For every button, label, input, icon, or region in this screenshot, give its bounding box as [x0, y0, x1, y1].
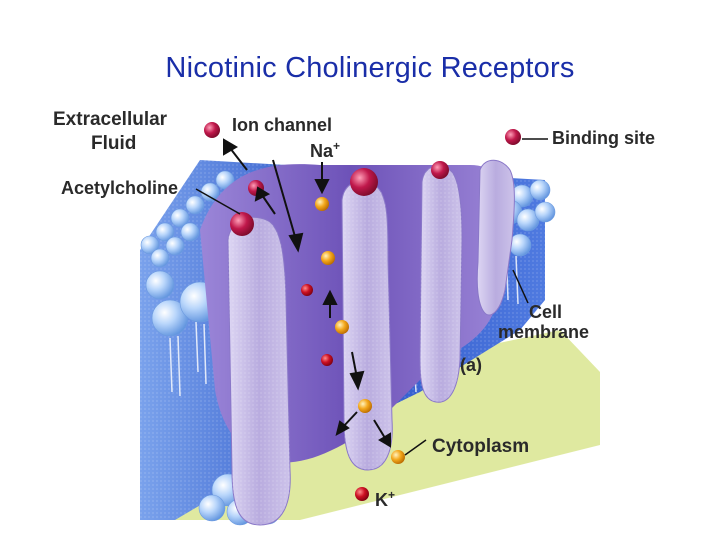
label-panel: (a): [460, 355, 482, 375]
subunit-4: [476, 159, 515, 316]
label-fluid: Fluid: [91, 134, 136, 154]
label-sodium-symbol: Na: [310, 141, 334, 161]
flow-arrows: [223, 138, 391, 448]
potassium-ion: [355, 487, 369, 501]
subunit-texture: [228, 166, 462, 525]
label-potassium-symbol: K: [375, 490, 388, 510]
binding-site-molecule: [505, 129, 521, 145]
label-ion-channel: Ion channel: [232, 115, 333, 135]
potassium-ions: [301, 284, 369, 501]
label-membrane: membrane: [498, 322, 590, 342]
label-cytoplasm: Cytoplasm: [432, 436, 530, 457]
label-potassium: K+: [375, 485, 395, 510]
label-extracellular-line2: Fluid: [91, 133, 137, 154]
label-extracellular: Extracellular: [53, 110, 167, 130]
label-extracellular-line1: Extracellular: [53, 109, 168, 130]
phospholipid-heads-top: [140, 170, 556, 268]
acetylcholine-3: [350, 168, 378, 196]
sodium-ion: [335, 320, 349, 334]
potassium-ion: [321, 354, 333, 366]
leader-lines: [195, 138, 548, 456]
label-sodium: Na+: [310, 136, 340, 161]
label-acetylcholine: Acetylcholine: [61, 178, 179, 198]
label-sodium-charge: +: [333, 139, 341, 153]
label-cell: Cell: [529, 302, 563, 322]
acetylcholine-4: [431, 161, 449, 179]
sodium-ion: [315, 197, 329, 211]
sodium-ion: [391, 450, 405, 464]
sodium-ions: [315, 197, 405, 464]
label-binding-site: Binding site: [552, 128, 655, 148]
potassium-ion: [301, 284, 313, 296]
acetylcholine-5: [204, 122, 220, 138]
sodium-ion: [321, 251, 335, 265]
acetylcholine-1: [230, 212, 254, 236]
page-title: Nicotinic Cholinergic Receptors: [165, 52, 575, 84]
label-potassium-charge: +: [388, 488, 396, 502]
sodium-ion: [358, 399, 372, 413]
